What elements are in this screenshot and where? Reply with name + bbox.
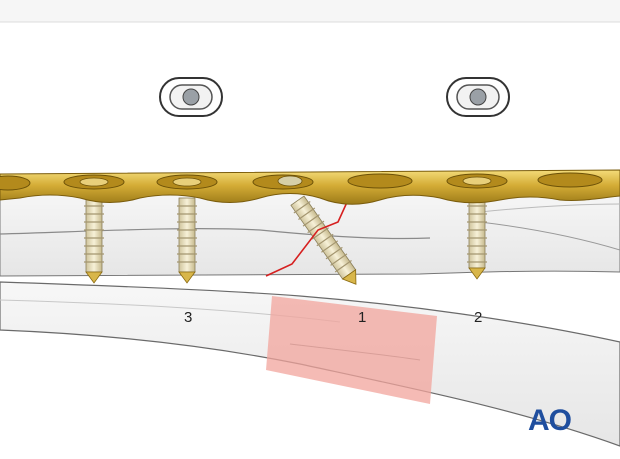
ao-logo-text: AO (528, 404, 572, 437)
screw-label-1: 1 (358, 309, 366, 326)
screw-3 (177, 197, 197, 284)
lag-screw-1 (290, 195, 357, 285)
screw-2 (467, 197, 487, 280)
screw-label-3: 3 (184, 309, 192, 326)
ao-logo: AO (528, 404, 573, 437)
screw-label-2: 2 (474, 309, 482, 326)
fracture-line (265, 199, 349, 277)
plate-holes (0, 172, 603, 191)
slotted-hole-icon (446, 77, 510, 117)
fracture-zone-highlight (266, 296, 437, 404)
screw-left (84, 197, 104, 284)
top-band (0, 0, 620, 22)
slotted-hole-icon (159, 77, 223, 117)
